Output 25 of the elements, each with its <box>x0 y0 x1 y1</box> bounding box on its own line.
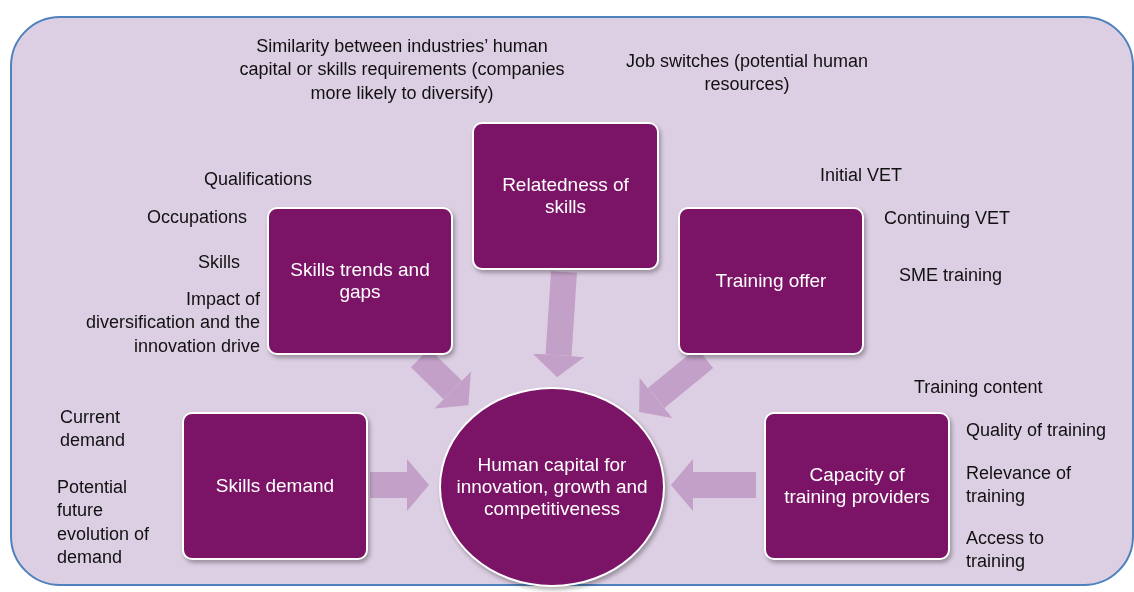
process-box: Training offer <box>678 207 864 355</box>
factor-text: Access to training <box>966 527 1046 574</box>
block-arrow <box>370 459 429 511</box>
goal-ellipse: Human capital for innovation, growth and competitiveness <box>439 387 665 587</box>
factor-text: Continuing VET <box>884 207 1012 230</box>
background-panel <box>10 16 1134 586</box>
factor-text: Occupations <box>147 206 249 229</box>
factor-text: Initial VET <box>820 164 904 187</box>
process-box: Skills trends and gaps <box>267 207 453 355</box>
process-box: Relatedness of skills <box>472 122 659 270</box>
factor-text: Quality of training <box>966 419 1108 442</box>
factor-text: Job switches (potential human resources) <box>624 50 870 97</box>
process-box: Capacity of training providers <box>764 412 950 560</box>
factor-text: Relevance of training <box>966 462 1073 509</box>
factor-text: SME training <box>899 264 1004 287</box>
factor-text: Current demand <box>60 406 127 453</box>
process-box: Skills demand <box>182 412 368 560</box>
block-arrow <box>671 459 756 511</box>
factor-text: Qualifications <box>204 168 314 191</box>
factor-text: Similarity between industries’ human capital or skills requirements (companies more likely to diversify) <box>238 35 566 105</box>
factor-text: Skills <box>198 251 241 274</box>
factor-text: Impact of diversification and the innovation drive <box>84 288 260 358</box>
factor-text: Potential future evolution of demand <box>57 476 151 570</box>
block-arrow <box>532 271 585 378</box>
factor-text: Training content <box>914 376 1044 399</box>
